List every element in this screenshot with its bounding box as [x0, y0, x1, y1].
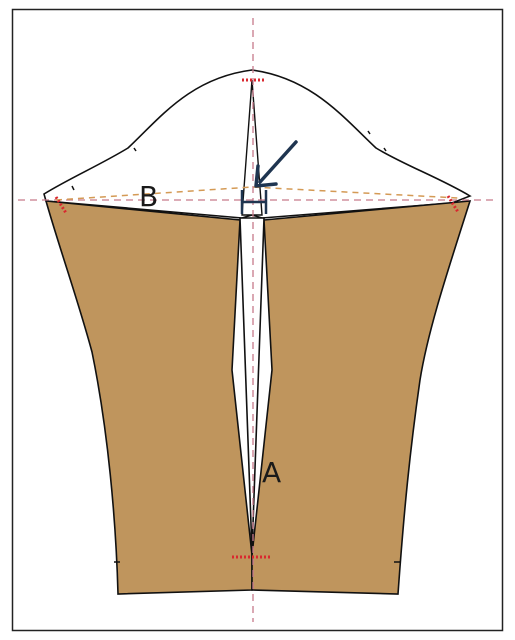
cap-tick-right-2 [383, 147, 387, 152]
right-sleeve-piece [251, 200, 472, 595]
notch-mark-left [54, 196, 68, 214]
label-a: A [262, 456, 281, 489]
spread-width-marker [240, 190, 268, 214]
center-slash-gap [239, 217, 265, 553]
left-sleeve-piece [44, 200, 253, 595]
cap-tick-left [133, 147, 137, 152]
cap-tick-right-1 [367, 130, 371, 135]
page-frame [11, 8, 504, 632]
cap-tick-b [71, 185, 75, 191]
dashed-line-b [55, 186, 459, 201]
pointer-arrow-icon [254, 140, 298, 188]
notch-mark-right [446, 195, 460, 213]
label-b: B [139, 180, 158, 213]
